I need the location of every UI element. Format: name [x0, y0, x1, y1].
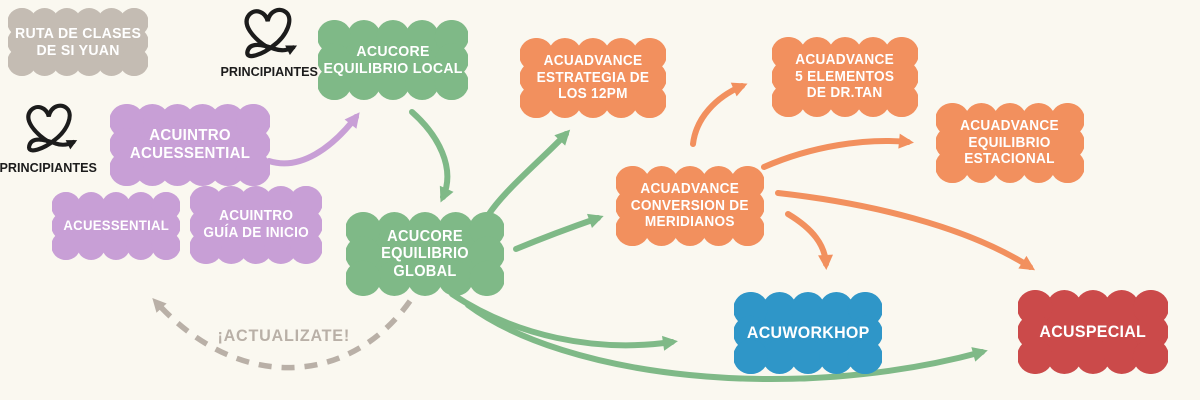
principiantes-doodle-top: PRINCIPIANTES: [221, 4, 318, 79]
node-acuworkhop: ACUWORKHOP: [734, 292, 882, 374]
edge-acucore-equilibrio-local-to-acucore-equilibrio-global: [409, 109, 454, 203]
heart-arrow-icon: [26, 103, 78, 153]
principiantes-doodle-left: PRINCIPIANTES: [0, 100, 97, 175]
node-acuspecial: ACUSPECIAL: [1018, 290, 1168, 374]
heart-arrow-icon: [244, 7, 298, 59]
node-acucore-equilibrio-local: ACUCORE EQUILIBRIO LOCAL: [318, 20, 468, 100]
node-acuworkhop-label: ACUWORKHOP: [746, 323, 870, 343]
principiantes-top-label: PRINCIPIANTES: [220, 64, 318, 79]
node-acuintro-guia-de-inicio-label: ACUINTRO GUÍA DE INICIO: [203, 208, 309, 241]
node-acuadvance-5-elementos-label: ACUADVANCE 5 ELEMENTOS DE DR.TAN: [795, 52, 895, 102]
node-acuadvance-conversion-meridianos: ACUADVANCE CONVERSION DE MERIDIANOS: [616, 166, 764, 246]
edge-acucore-equilibrio-global-to-acuspecial: [465, 302, 988, 382]
node-acuintro-acuessential-label: ACUINTRO ACUESSENTIAL: [129, 126, 251, 162]
node-acuadvance-5-elementos: ACUADVANCE 5 ELEMENTOS DE DR.TAN: [772, 37, 918, 117]
edge-acuadvance-conversion-meridianos-to-acuspecial: [775, 190, 1036, 271]
node-acuessential-label: ACUESSENTIAL: [63, 217, 169, 234]
edge-acuadvance-conversion-meridianos-to-acuadvance-5-elementos: [690, 82, 748, 147]
node-ruta-de-clases-label: RUTA DE CLASES DE SI YUAN: [14, 24, 142, 59]
edge-acucore-equilibrio-global-to-acuadvance-conversion-meridianos: [513, 213, 604, 252]
node-acuintro-guia-de-inicio: ACUINTRO GUÍA DE INICIO: [190, 186, 322, 264]
node-acuadvance-equilibrio-estacional: ACUADVANCE EQUILIBRIO ESTACIONAL: [936, 103, 1084, 183]
node-acucore-equilibrio-local-label: ACUCORE EQUILIBRIO LOCAL: [323, 42, 463, 77]
node-acuspecial-label: ACUSPECIAL: [1039, 322, 1147, 342]
node-ruta-de-clases: RUTA DE CLASES DE SI YUAN: [8, 8, 148, 76]
node-acuadvance-estrategia-12pm: ACUADVANCE ESTRATEGIA DE LOS 12PM: [520, 38, 666, 118]
node-acucore-equilibrio-global-label: ACUCORE EQUILIBRIO GLOBAL: [381, 227, 469, 280]
actualizate-note: ¡ACTUALIZATE!: [217, 326, 350, 345]
principiantes-left-label: PRINCIPIANTES: [0, 160, 97, 175]
node-acuintro-acuessential: ACUINTRO ACUESSENTIAL: [110, 104, 270, 186]
node-acucore-equilibrio-global: ACUCORE EQUILIBRIO GLOBAL: [346, 212, 504, 296]
node-acuadvance-conversion-meridianos-label: ACUADVANCE CONVERSION DE MERIDIANOS: [630, 181, 750, 231]
edge-acucore-equilibrio-global-to-acuworkhop: [449, 291, 678, 351]
edge-acuadvance-conversion-meridianos-to-acuadvance-equilibrio-estacional: [761, 133, 914, 170]
node-acuadvance-estrategia-12pm-label: ACUADVANCE ESTRATEGIA DE LOS 12PM: [536, 53, 650, 103]
node-acuadvance-equilibrio-estacional-label: ACUADVANCE EQUILIBRIO ESTACIONAL: [960, 118, 1060, 168]
node-acuessential: ACUESSENTIAL: [52, 192, 180, 260]
edge-acuadvance-conversion-meridianos-to-acuworkhop: [785, 211, 834, 270]
edge-acuintro-acuessential-to-acucore-equilibrio-local: [266, 112, 360, 167]
edge-acucore-equilibrio-global-to-acuadvance-estrategia-12pm: [486, 129, 571, 217]
